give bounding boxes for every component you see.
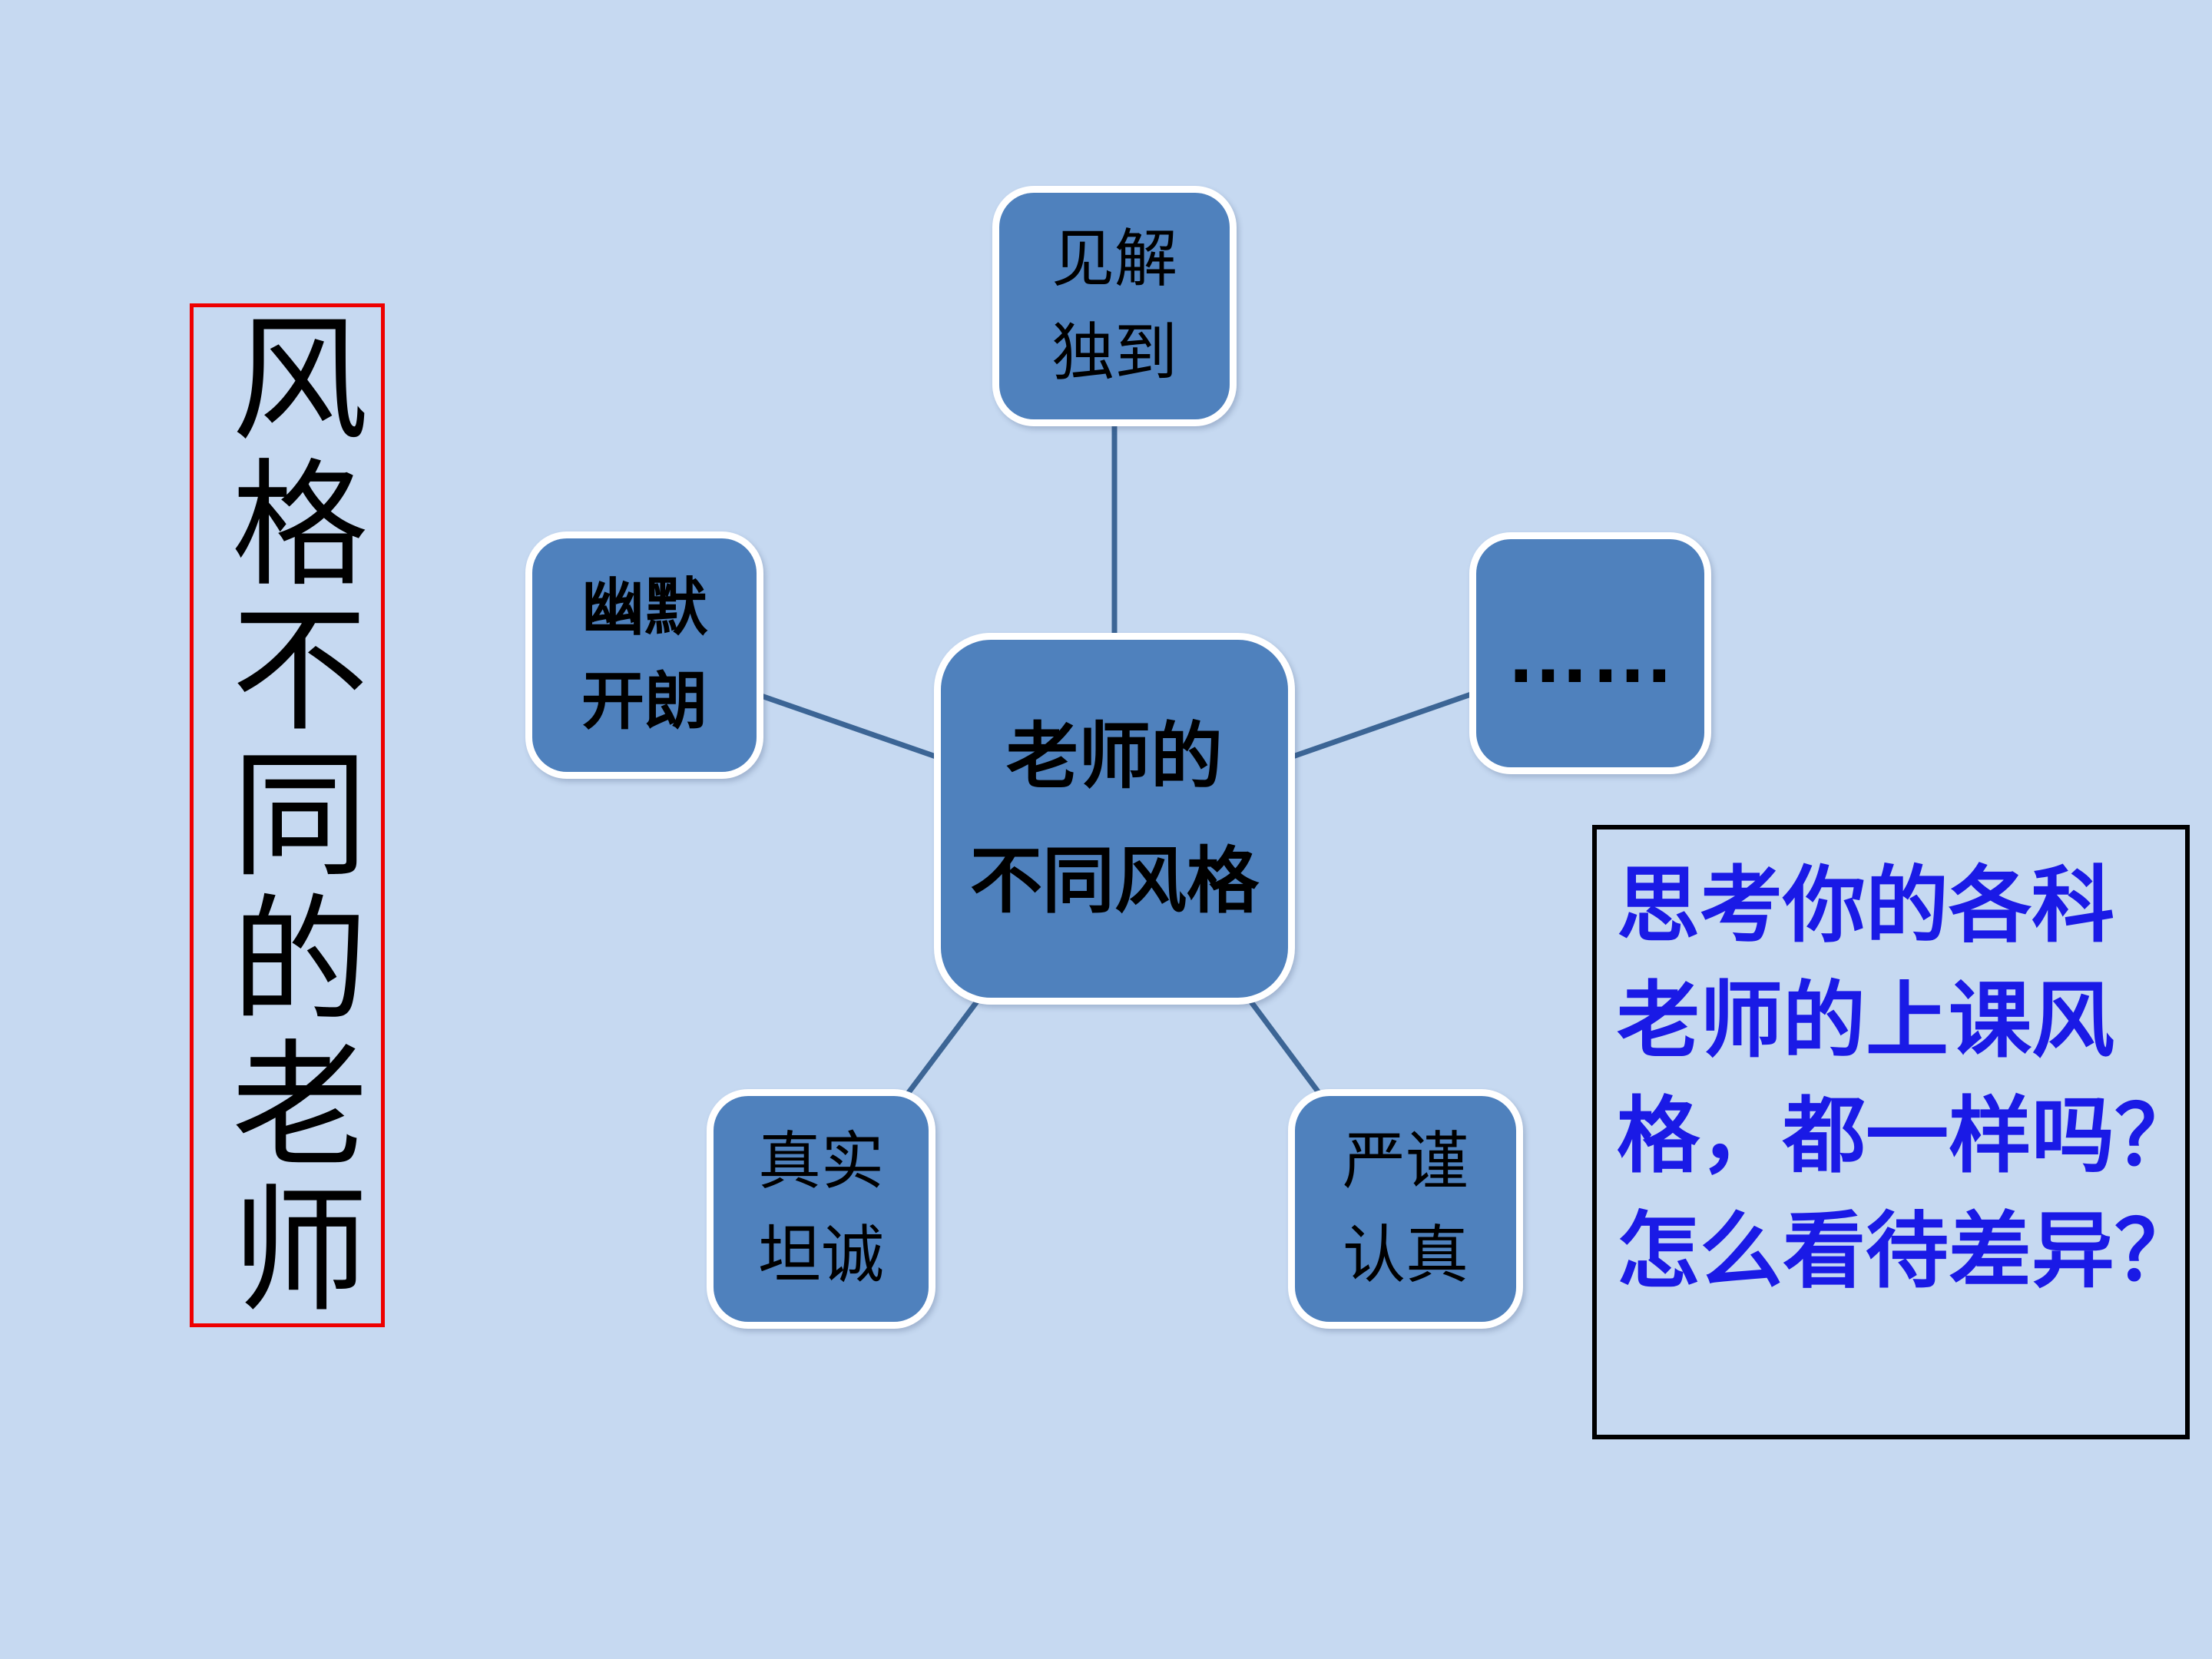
question-line-2: 老师的上课风 bbox=[1617, 974, 2115, 1067]
node-ellipsis-text: …… bbox=[1505, 605, 1675, 700]
node-center-teacher-styles: 老师的 不同风格 bbox=[934, 633, 1295, 1005]
question-line-4: 怎么看待差异？ bbox=[1617, 1204, 2198, 1297]
node-unique-insight-line1: 见解 bbox=[1051, 224, 1177, 294]
question-line-1: 思考你的各科 bbox=[1617, 859, 2115, 952]
vertical-title-text: 风格不同的老师 bbox=[211, 307, 363, 1323]
node-center-line1: 老师的 bbox=[1005, 716, 1223, 796]
node-real-sincere: 真实 坦诚 bbox=[707, 1089, 935, 1329]
node-real-sincere-line1: 真实 bbox=[757, 1127, 884, 1197]
node-humorous-cheerful-line1: 幽默 bbox=[581, 573, 707, 643]
node-unique-insight: 见解 独到 bbox=[992, 186, 1237, 426]
node-ellipsis: …… bbox=[1469, 532, 1711, 774]
question-box: 思考你的各科 老师的上课风 格，都一样吗？ 怎么看待差异？ bbox=[1592, 825, 2198, 1439]
node-real-sincere-line2: 坦诚 bbox=[757, 1220, 884, 1290]
node-humorous-cheerful-line2: 开朗 bbox=[581, 667, 707, 737]
node-rigorous-serious: 严谨 认真 bbox=[1288, 1089, 1523, 1329]
node-unique-insight-line2: 独到 bbox=[1051, 317, 1177, 388]
node-center-line2: 不同风格 bbox=[969, 840, 1259, 921]
node-humorous-cheerful: 幽默 开朗 bbox=[525, 531, 763, 779]
question-line-3: 格，都一样吗？ bbox=[1617, 1089, 2198, 1182]
node-rigorous-serious-line1: 严谨 bbox=[1342, 1127, 1469, 1197]
node-rigorous-serious-line2: 认真 bbox=[1342, 1220, 1469, 1290]
vertical-title-box: 风格不同的老师 bbox=[190, 303, 385, 1327]
